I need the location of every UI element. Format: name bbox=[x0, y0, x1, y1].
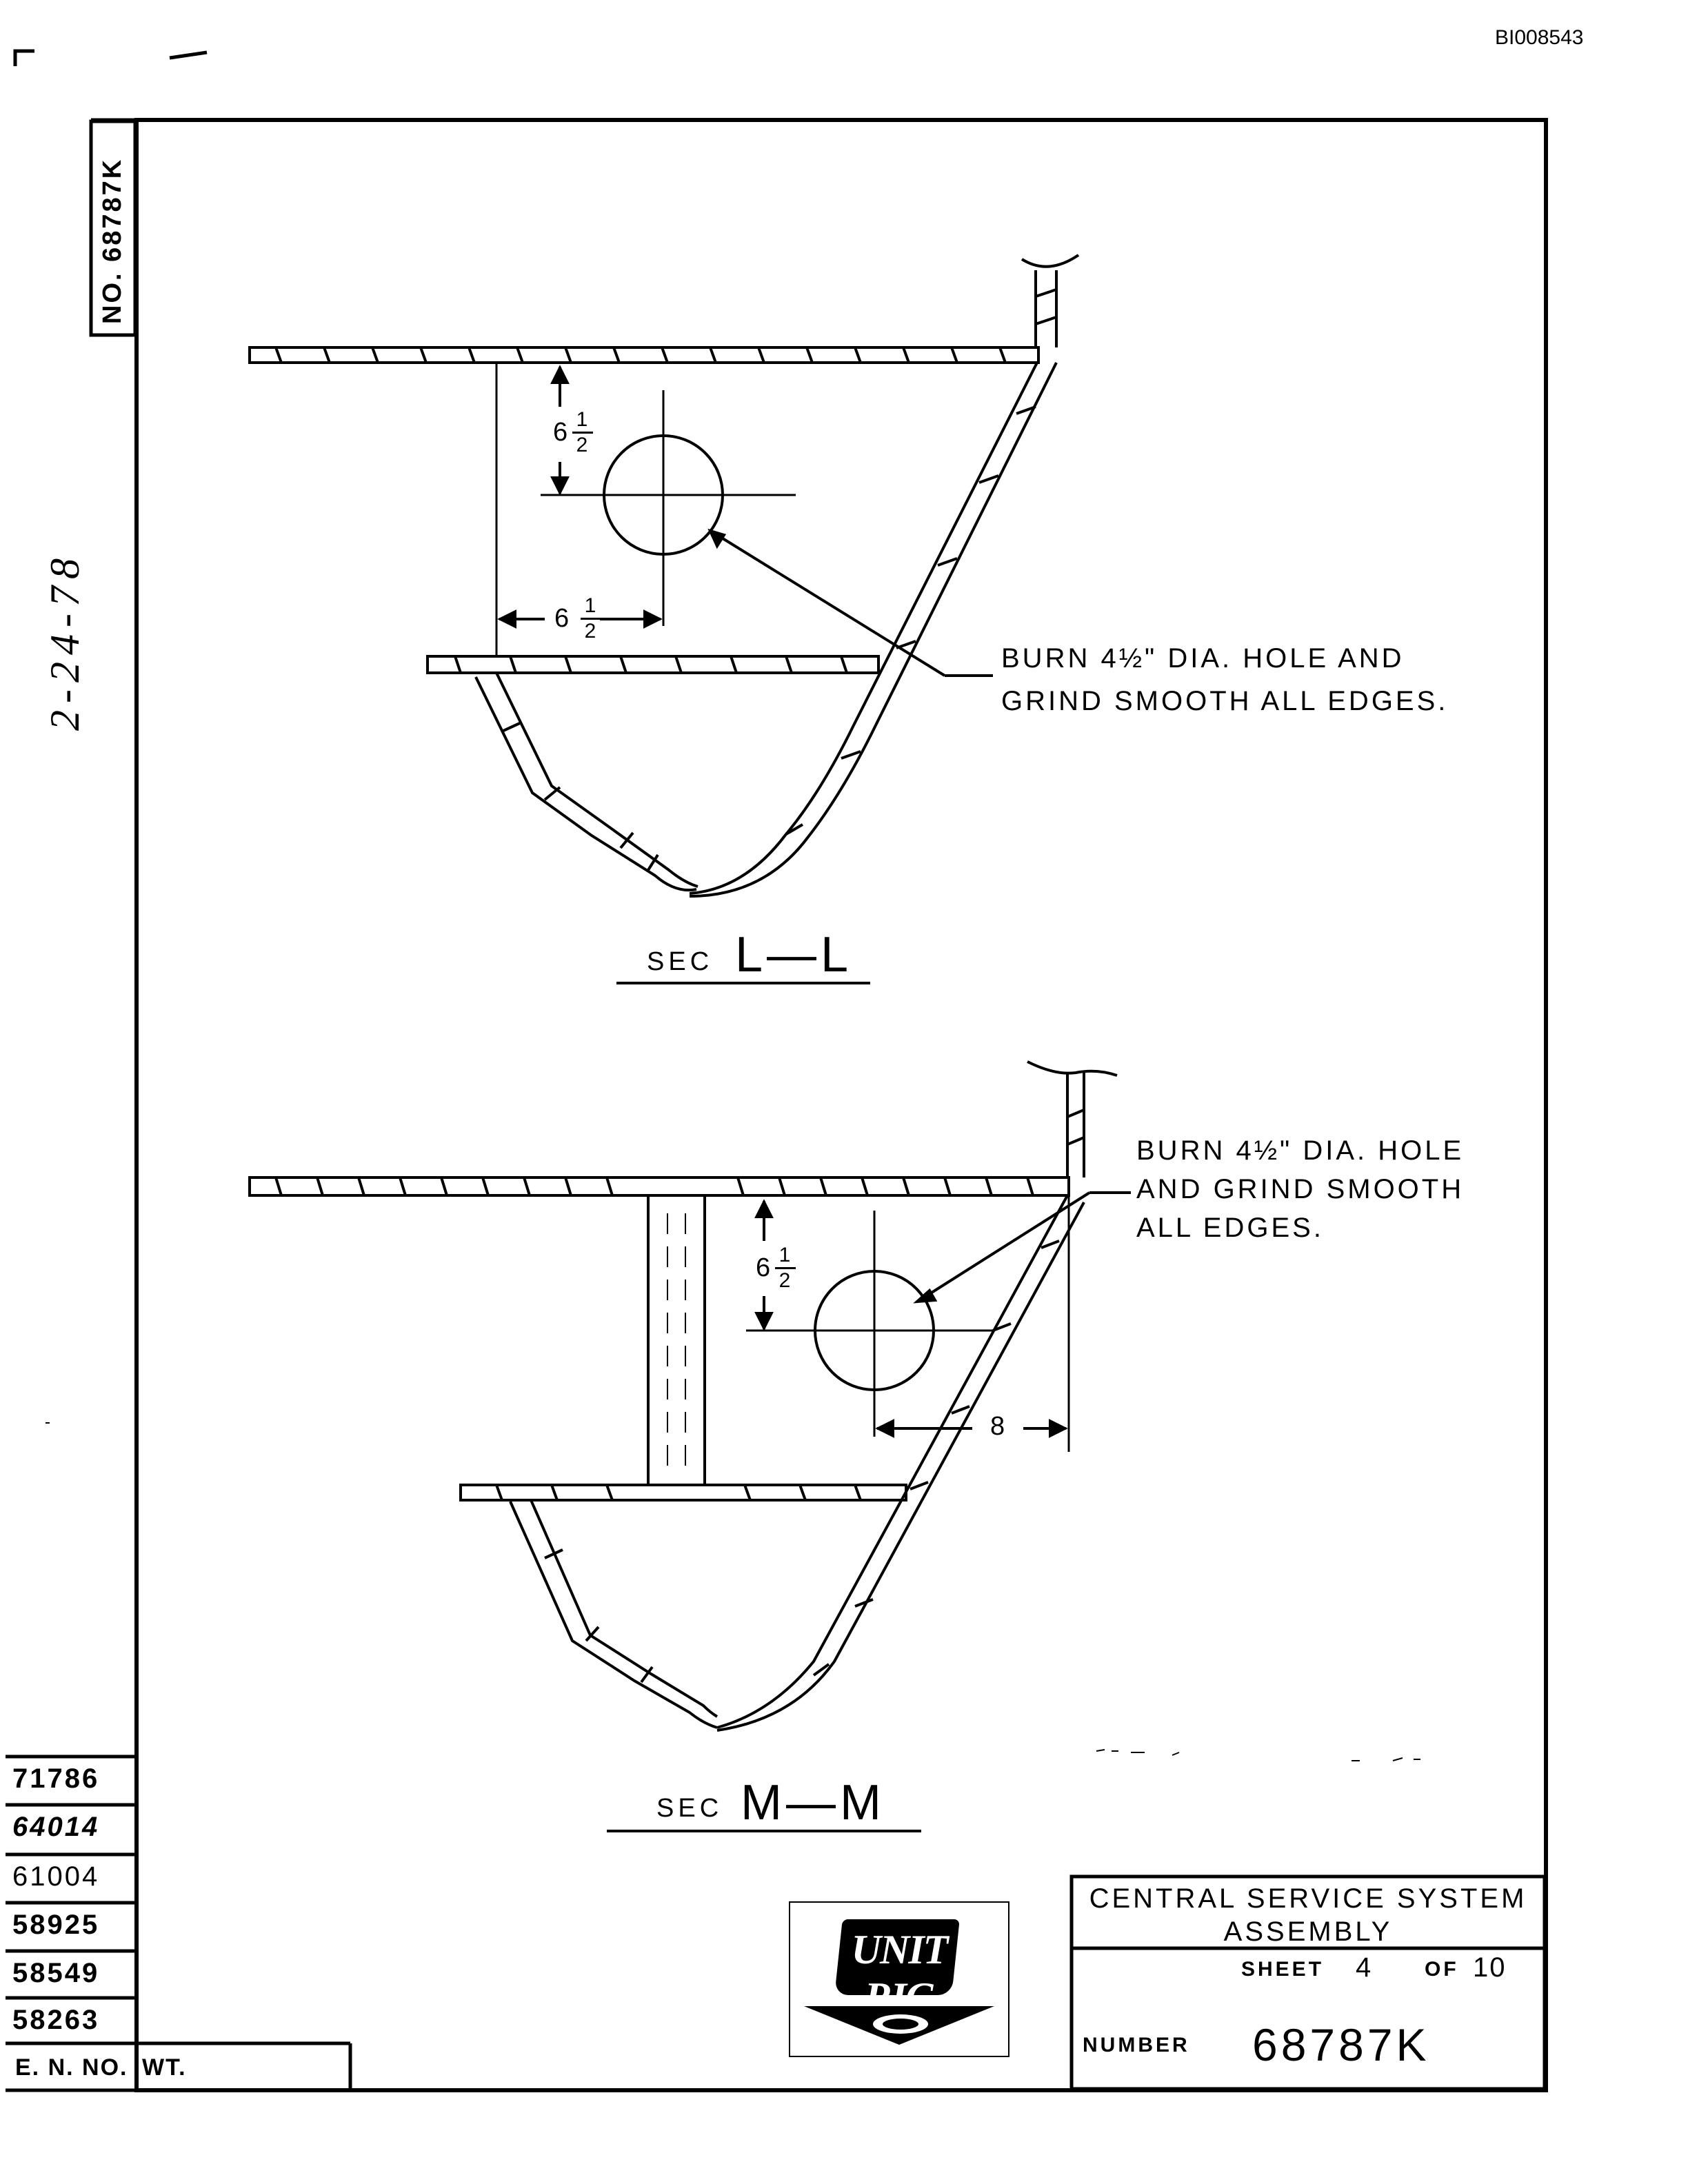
title-line1: CENTRAL SERVICE SYSTEM bbox=[1089, 1883, 1527, 1914]
company-logo: UNIT RIG bbox=[789, 1901, 1009, 2057]
of-value: 10 bbox=[1473, 1952, 1507, 1983]
side-drawing-number: NO. 68787K bbox=[98, 157, 127, 324]
dim-m-vertical-fraction: 1 2 bbox=[775, 1244, 796, 1293]
section-m-m-dimensions bbox=[754, 1199, 1068, 1438]
en-no-header: E. N. NO. bbox=[15, 2054, 128, 2081]
revision-number: 58925 bbox=[12, 1910, 100, 1940]
section-l-l-hole bbox=[541, 390, 796, 626]
section-l-l-leader bbox=[707, 528, 993, 677]
revision-number: 58549 bbox=[12, 1958, 100, 1988]
note-m-line3: ALL EDGES. bbox=[1136, 1213, 1324, 1243]
title-line2: ASSEMBLY bbox=[1223, 1917, 1393, 1947]
dim-l-horizontal-den: 2 bbox=[581, 618, 601, 643]
dim-l-vertical-fraction: 1 2 bbox=[572, 408, 593, 457]
section-m-title: M—M bbox=[741, 1775, 885, 1830]
revision-number: 58263 bbox=[12, 2005, 100, 2035]
dim-m-vertical-den: 2 bbox=[775, 1267, 796, 1293]
revision-number: 71786 bbox=[12, 1763, 100, 1794]
dim-m-vertical-num: 1 bbox=[778, 1244, 792, 1266]
scan-artifacts bbox=[46, 1422, 1420, 1761]
dim-l-vertical-whole: 6 bbox=[553, 418, 570, 447]
document-id: BI008543 bbox=[1495, 26, 1584, 49]
dim-m-vertical-whole: 6 bbox=[756, 1253, 772, 1282]
section-l-title: L—L bbox=[735, 927, 853, 982]
wt-header: WT. bbox=[142, 2054, 187, 2081]
section-l-l-dimensions bbox=[497, 365, 663, 629]
dim-l-vertical-den: 2 bbox=[572, 432, 593, 457]
note-m-line1: BURN 4½" DIA. HOLE bbox=[1136, 1135, 1465, 1166]
section-l-l-profile bbox=[248, 254, 1080, 898]
dim-l-horizontal-whole: 6 bbox=[554, 604, 571, 633]
section-m-m-hole bbox=[746, 1195, 1070, 1452]
of-label: OF bbox=[1425, 1958, 1459, 1981]
revision-number: 64014 bbox=[12, 1812, 100, 1842]
section-l-prefix: SEC bbox=[647, 947, 714, 976]
revision-table-lines bbox=[6, 1755, 352, 2092]
drawing-number: 68787K bbox=[1252, 2019, 1430, 2070]
section-m-prefix: SEC bbox=[656, 1794, 723, 1823]
note-m-line2: AND GRIND SMOOTH bbox=[1136, 1174, 1465, 1204]
logo-arrow-icon bbox=[804, 2006, 994, 2045]
sheet-value: 4 bbox=[1356, 1952, 1373, 1983]
revision-number: 61004 bbox=[12, 1861, 100, 1892]
dim-m-horizontal: 8 bbox=[990, 1412, 1007, 1441]
title-block-lines bbox=[1069, 1874, 1547, 2091]
note-l-line1: BURN 4½" DIA. HOLE AND bbox=[1001, 643, 1405, 674]
dim-l-horizontal-num: 1 bbox=[584, 594, 598, 617]
scan-marks bbox=[13, 49, 208, 66]
dim-l-vertical-num: 1 bbox=[576, 408, 590, 431]
section-m-m-leader bbox=[913, 1191, 1131, 1304]
note-l-line2: GRIND SMOOTH ALL EDGES. bbox=[1001, 686, 1449, 716]
section-m-m-profile bbox=[248, 1060, 1118, 1732]
dim-l-horizontal-fraction: 1 2 bbox=[581, 594, 601, 643]
number-label: NUMBER bbox=[1083, 2034, 1190, 2056]
sheet-label: SHEET bbox=[1241, 1958, 1325, 1981]
side-label-box bbox=[89, 119, 137, 337]
handwritten-date: 2-24-78 bbox=[42, 552, 88, 731]
